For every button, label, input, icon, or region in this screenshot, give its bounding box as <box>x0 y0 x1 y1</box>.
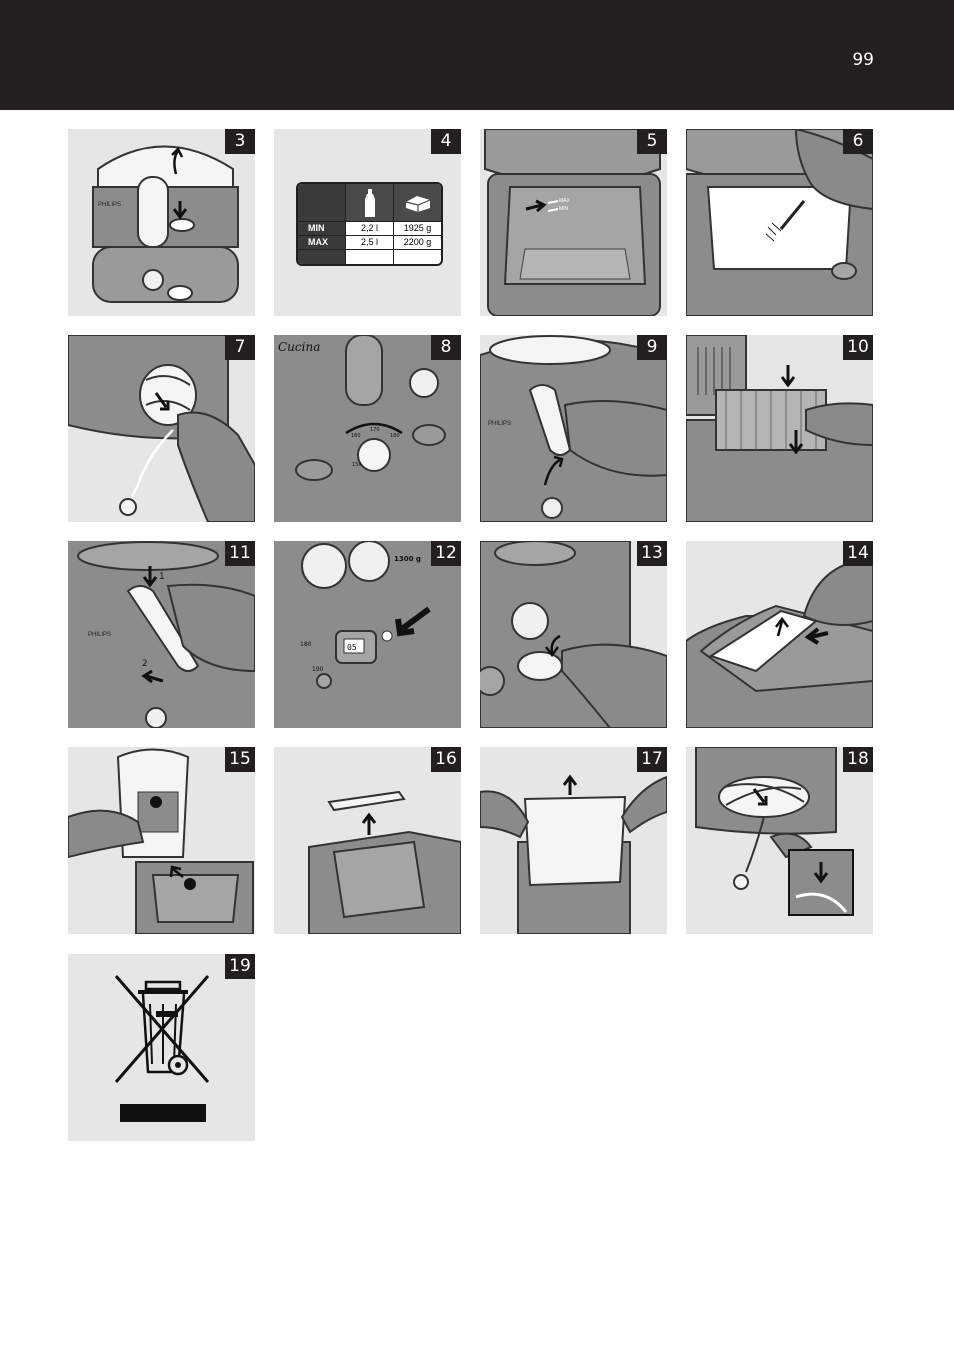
step-panel-7: 7 <box>68 335 255 522</box>
step-number: 11 <box>225 541 255 566</box>
step-panel-9: PHILIPS 9 <box>480 335 667 522</box>
table-row <box>298 249 441 264</box>
svg-text:PHILIPS: PHILIPS <box>488 421 511 427</box>
step-panel-8: Cucina 160 150 170 180 8 <box>274 335 461 522</box>
step-number: 13 <box>637 541 667 566</box>
lid-removal-illustration <box>68 748 254 934</box>
step-number: 12 <box>431 541 461 566</box>
svg-text:150: 150 <box>352 462 362 468</box>
fryer-oil-level-illustration: MAX MIN <box>484 129 661 316</box>
bowl-remove-illustration <box>480 774 667 934</box>
step-number: 4 <box>431 129 461 154</box>
max-mark: MAX <box>559 198 571 204</box>
step-panel-19: 19 <box>68 954 255 1141</box>
step-number: 5 <box>637 129 667 154</box>
svg-text:180: 180 <box>300 641 312 648</box>
step-number: 3 <box>225 129 255 154</box>
timer-display-illustration: 1300 g 05 180 190 <box>274 541 461 728</box>
svg-text:05: 05 <box>347 643 357 652</box>
svg-text:170: 170 <box>370 427 380 433</box>
step-panel-11: 1 2 PHILIPS 11 <box>68 541 255 728</box>
svg-text:2: 2 <box>142 659 148 669</box>
filter-cover-illustration <box>686 560 873 728</box>
unwind-cord-illustration <box>68 335 255 522</box>
svg-text:PHILIPS: PHILIPS <box>88 632 111 638</box>
step-panel-12: 1300 g 05 180 190 12 <box>274 541 461 728</box>
step-number: 14 <box>843 541 873 566</box>
min-mark: MIN <box>559 206 569 212</box>
step-number: 15 <box>225 747 255 772</box>
table-header-row <box>298 184 441 221</box>
step-panel-16: 16 <box>274 747 461 934</box>
crossed-bin-icon <box>114 975 210 1122</box>
step-panel-15: 15 <box>68 747 255 934</box>
svg-text:1300 g: 1300 g <box>394 555 421 563</box>
basket-insert-illustration <box>686 335 873 522</box>
model-label: Cucina <box>278 340 320 354</box>
page-number: 99 <box>852 50 874 70</box>
table-row: MAX 2,5 l 2200 g <box>298 235 441 249</box>
oil-bottle-icon <box>364 188 375 217</box>
page-header: 99 <box>0 0 954 110</box>
svg-text:1: 1 <box>159 572 165 582</box>
handle-release-illustration <box>480 541 667 728</box>
step-panel-14: 14 <box>686 541 873 728</box>
weee-bar <box>120 1104 206 1122</box>
step-panel-4: MIN 2,2 l 1925 g MAX 2,5 l 2200 g 4 <box>274 129 461 316</box>
filter-remove-illustration <box>308 790 461 934</box>
cord-storage-illustration <box>695 747 854 916</box>
svg-text:180: 180 <box>390 433 400 439</box>
step-panel-17: 17 <box>480 747 667 934</box>
table-row: MIN 2,2 l 1925 g <box>298 221 441 235</box>
step-number: 18 <box>843 747 873 772</box>
quantity-table: MIN 2,2 l 1925 g MAX 2,5 l 2200 g <box>296 182 443 266</box>
temperature-dial-illustration: Cucina 160 150 170 180 <box>274 335 461 522</box>
step-panel-5: MAX MIN 5 <box>480 129 667 316</box>
step-number: 10 <box>843 335 873 360</box>
step-number: 8 <box>431 335 461 360</box>
svg-text:190: 190 <box>312 666 324 673</box>
fryer-oil-fill-illustration <box>686 129 873 316</box>
step-panel-10: 10 <box>686 335 873 522</box>
fryer-lid-open-illustration: PHILIPS <box>92 145 239 303</box>
svg-text:160: 160 <box>351 433 361 439</box>
step-panel-6: 6 <box>686 129 873 316</box>
step-number: 17 <box>637 747 667 772</box>
brand-label: PHILIPS <box>98 202 121 208</box>
step-number: 16 <box>431 747 461 772</box>
handle-lock-illustration: 1 2 PHILIPS <box>68 541 255 728</box>
step-number: 7 <box>225 335 255 360</box>
step-number: 9 <box>637 335 667 360</box>
step-number: 19 <box>225 954 255 979</box>
step-panel-18: 18 <box>686 747 873 934</box>
handle-illustration: PHILIPS <box>480 335 667 522</box>
step-panel-13: 13 <box>480 541 667 728</box>
step-number: 6 <box>843 129 873 154</box>
step-panel-3: PHILIPS 3 <box>68 129 255 316</box>
food-icon <box>405 195 430 212</box>
